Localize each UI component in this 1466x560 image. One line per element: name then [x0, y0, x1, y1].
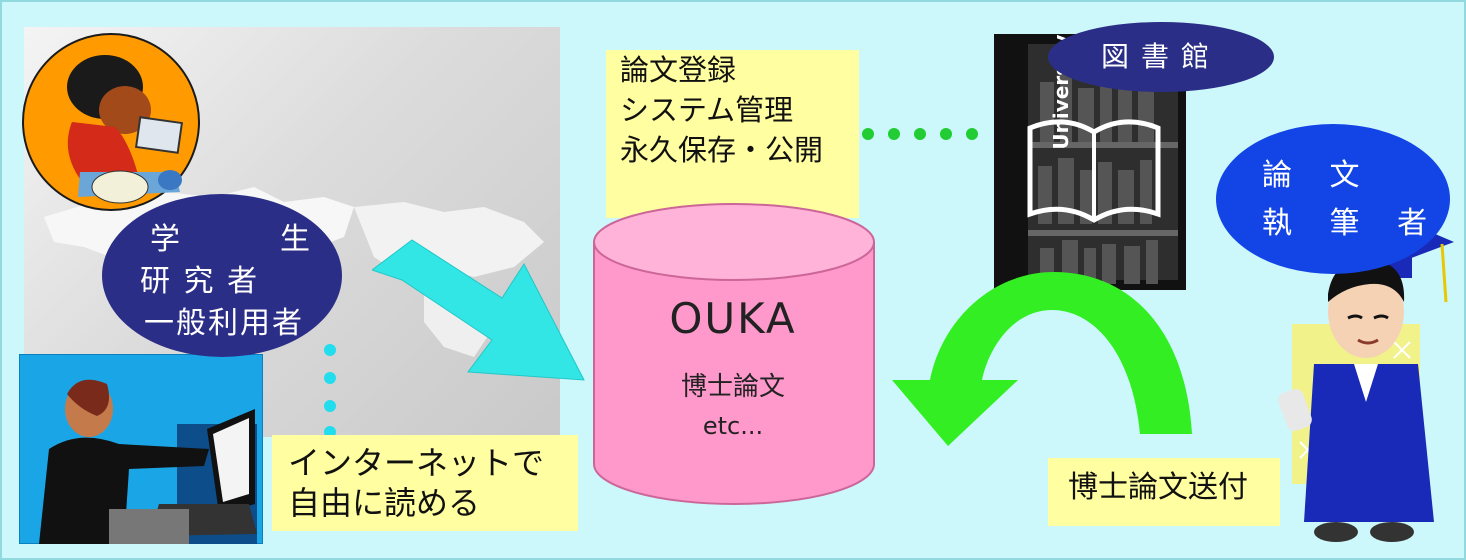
student-reader-illustration [22, 33, 200, 211]
submission-return-arrow [892, 272, 1192, 446]
database-subtitle: 博士論文 [680, 372, 785, 402]
author-label-line1: 論 文 [1262, 158, 1374, 193]
thesis-submission-note: 博士論文送付 [1048, 458, 1280, 526]
database-title: OUKA [669, 294, 797, 343]
users-ellipse: 学 生 研 究 者 一般利用者 [102, 194, 342, 357]
users-label-line2: 研 究 者 [140, 264, 260, 299]
database-etc: etc... [702, 412, 764, 440]
users-to-internet-dots [324, 344, 336, 438]
system-management-note: 論文登録 システム管理 永久保存・公開 [606, 50, 859, 218]
system-note-line: システム管理 [620, 93, 794, 127]
internet-note-line: 自由に読める [288, 484, 481, 522]
author-label-line2: 執 筆 者 [1262, 206, 1442, 241]
system-to-library-dots [862, 128, 978, 140]
system-note-line: 論文登録 [620, 53, 737, 87]
users-label-line3: 一般利用者 [144, 306, 304, 341]
users-label-line1b: 生 [280, 222, 312, 257]
author-ellipse: 論 文 執 筆 者 [1216, 124, 1450, 274]
access-arrow [372, 239, 585, 381]
ouka-database-cylinder [593, 203, 875, 505]
users-label-line1a: 学 [150, 222, 182, 257]
system-note-line: 永久保存・公開 [620, 133, 824, 167]
library-ellipse: 図書館 [1048, 22, 1274, 92]
internet-access-note: インターネットで 自由に読める [272, 435, 578, 531]
internet-note-line: インターネットで [288, 444, 545, 482]
internet-user-illustration [19, 354, 263, 544]
